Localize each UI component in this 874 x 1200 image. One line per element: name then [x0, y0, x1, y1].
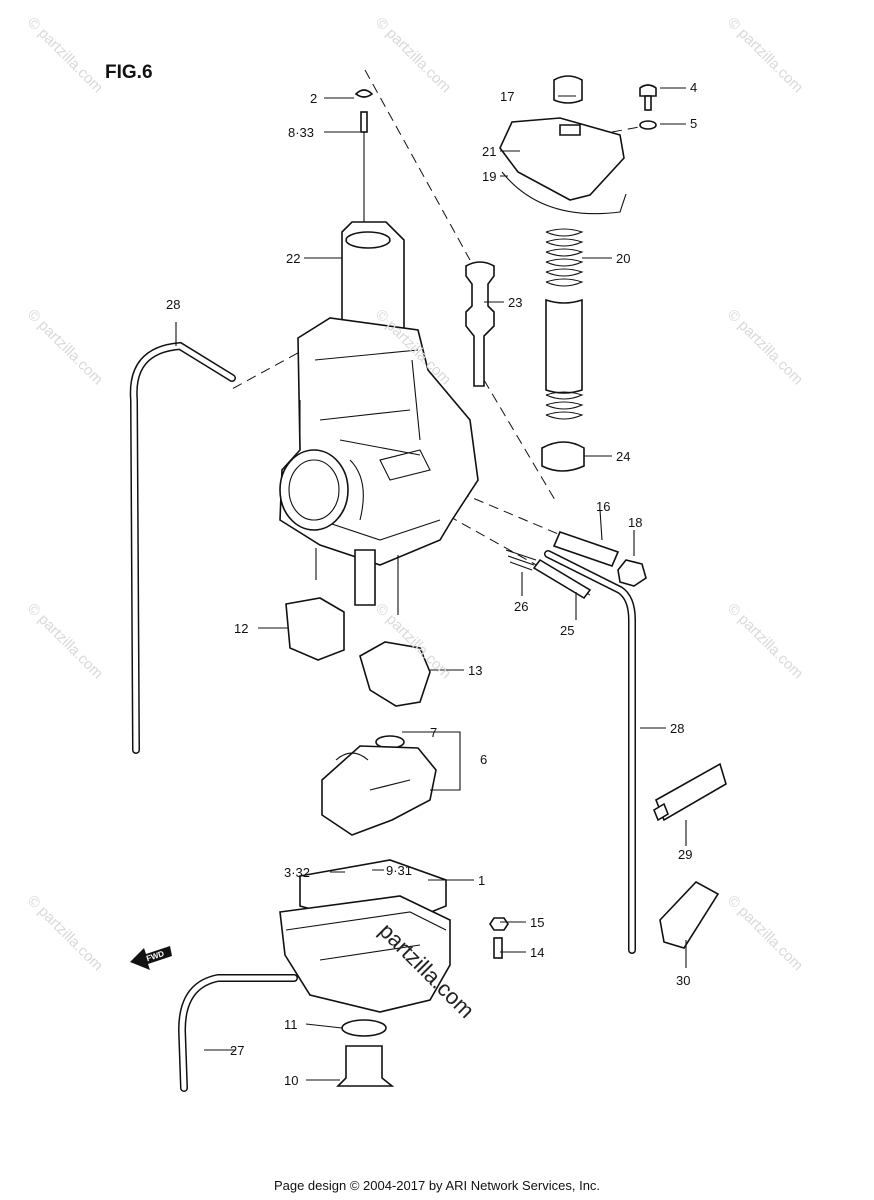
- part-label: 26: [514, 599, 529, 614]
- part-label: 20: [616, 251, 631, 266]
- part-label: 3·32: [284, 865, 311, 880]
- figure-title: FIG.6: [105, 62, 153, 83]
- part-label: 19: [482, 169, 497, 184]
- part-label: 14: [530, 945, 545, 960]
- part-label: 12: [234, 621, 249, 636]
- idle-plug-part: [465, 261, 495, 387]
- spring-small-part: [505, 549, 537, 571]
- float-part: [285, 597, 345, 661]
- part-label: 11: [284, 1017, 298, 1032]
- part-label: 2: [310, 91, 318, 106]
- forward-arrow-icon: FWD: [128, 944, 174, 975]
- part-label: 24: [616, 449, 631, 464]
- washer-part: [489, 917, 509, 931]
- part-label: 21: [482, 144, 497, 159]
- part-label: 5: [690, 116, 698, 131]
- carburetor-bore-part: [279, 449, 349, 531]
- float-valve-part: [359, 641, 431, 707]
- vent-hose-right: [544, 550, 636, 954]
- part-label: 27: [230, 1043, 245, 1058]
- spring-part: [545, 228, 584, 287]
- float-chamber-part: [321, 745, 437, 836]
- page-footer: Page design © 2004-2017 by ARI Network S…: [273, 1178, 601, 1193]
- drain-plug-part: [336, 1045, 395, 1087]
- part-label: 6: [480, 752, 488, 767]
- clip-part: [354, 89, 374, 98]
- nut-part: [617, 559, 647, 587]
- part-label: 15: [530, 915, 545, 930]
- cap-part: [553, 75, 583, 104]
- cable-cap-part: [499, 117, 625, 201]
- hose-clamp-part: [659, 881, 720, 949]
- part-label: 7: [430, 725, 438, 740]
- jet-needle-part: [360, 111, 368, 133]
- part-label: 28: [670, 721, 685, 736]
- part-label: 22: [286, 251, 301, 266]
- part-label: 23: [508, 295, 523, 310]
- part-label: 30: [676, 973, 691, 988]
- part-label: 17: [500, 89, 515, 104]
- part-label: 16: [596, 499, 611, 514]
- part-label: 4: [690, 80, 698, 95]
- part-label: 13: [468, 663, 483, 678]
- part-label: 1: [478, 873, 486, 888]
- bolt-part: [493, 937, 503, 959]
- screw-part: [552, 531, 620, 567]
- part-label: 28: [166, 297, 181, 312]
- part-label: 29: [678, 847, 693, 862]
- part-label: 10: [284, 1073, 299, 1088]
- vent-hose-left: [129, 341, 236, 754]
- adjust-screw-part: [532, 558, 592, 600]
- part-label: 9·31: [386, 863, 413, 878]
- bowl-o-ring-part: [341, 1019, 387, 1037]
- part-label: 25: [560, 623, 575, 638]
- part-label: 18: [628, 515, 643, 530]
- drain-hose: [177, 974, 298, 1092]
- part-label: 8·33: [288, 125, 315, 140]
- fitting-part: [541, 441, 585, 472]
